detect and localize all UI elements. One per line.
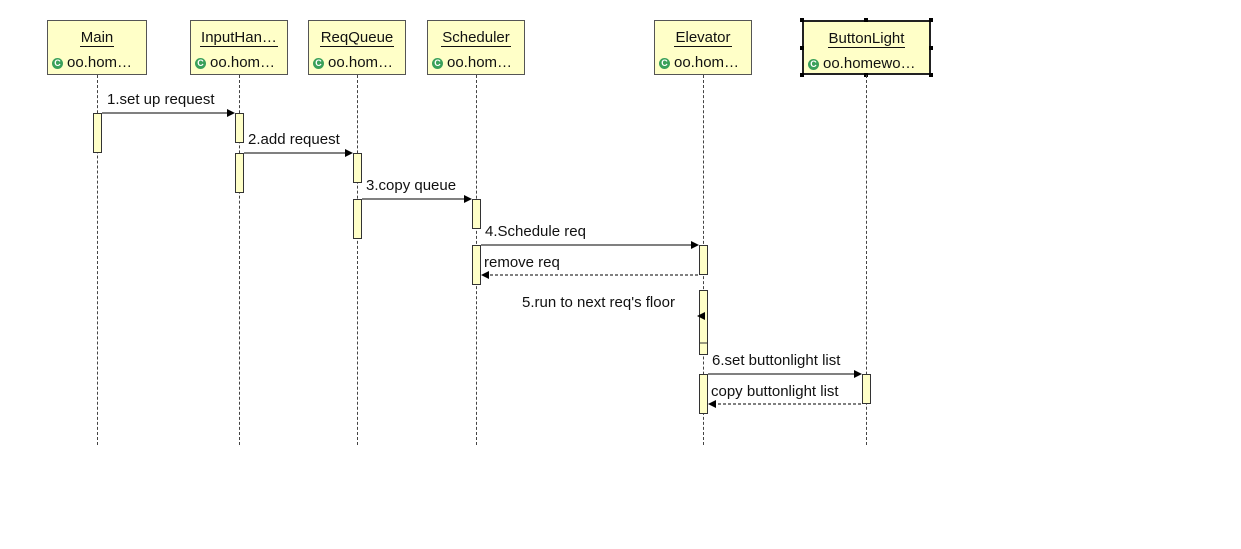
selection-handle[interactable] [929,18,933,22]
lifeline-package: oo.hom… [210,54,276,71]
lifeline-package: oo.hom… [447,54,513,71]
class-icon: C [808,59,819,70]
message-label: 3.copy queue [366,177,457,194]
lifeline-name: Elevator [674,29,732,47]
activation-bar-elevator[interactable] [699,245,708,275]
lifeline-package: oo.hom… [328,54,394,71]
lifeline-package: oo.hom… [67,54,133,71]
message-label: 4.Schedule req [485,223,586,240]
message-label: 5.run to next req's floor [522,294,675,311]
selection-handle[interactable] [800,73,804,77]
message-label: copy buttonlight list [711,383,839,400]
activation-bar-scheduler[interactable] [472,245,481,285]
message-label: 2.add request [248,131,340,148]
lifeline-main [97,75,98,445]
lifeline-package: oo.homewo… [823,55,916,72]
class-icon: C [659,58,670,69]
lifeline-reqqueue [357,75,358,445]
activation-bar-elevator[interactable] [699,374,708,414]
lifeline-name: Scheduler [441,29,511,47]
selection-handle[interactable] [929,46,933,50]
lifeline-name: Main [79,29,115,47]
activation-bar-inputhandler[interactable] [235,113,244,143]
activation-bar-main[interactable] [93,113,102,153]
message-label: 1.set up request [107,91,215,108]
activation-bar-reqqueue[interactable] [353,153,362,183]
activation-bar-elevator[interactable] [699,290,708,355]
activation-bar-buttonlight[interactable] [862,374,871,404]
lifeline-buttonlight [866,75,867,445]
selection-handle[interactable] [800,18,804,22]
lifeline-package: oo.hom… [674,54,740,71]
activation-bar-reqqueue[interactable] [353,199,362,239]
lifeline-name: ButtonLight [827,30,906,48]
lifeline-inputhandler [239,75,240,445]
message-label: remove req [484,254,560,271]
selection-handle[interactable] [929,73,933,77]
class-icon: C [195,58,206,69]
activation-bar-scheduler[interactable] [472,199,481,229]
lifeline-name: ReqQueue [319,29,395,47]
activation-bar-inputhandler[interactable] [235,153,244,193]
message-label: 6.set buttonlight list [712,352,841,369]
class-icon: C [313,58,324,69]
lifeline-name: InputHan… [200,29,278,47]
selection-handle[interactable] [800,46,804,50]
class-icon: C [432,58,443,69]
selection-handle[interactable] [864,18,868,22]
class-icon: C [52,58,63,69]
